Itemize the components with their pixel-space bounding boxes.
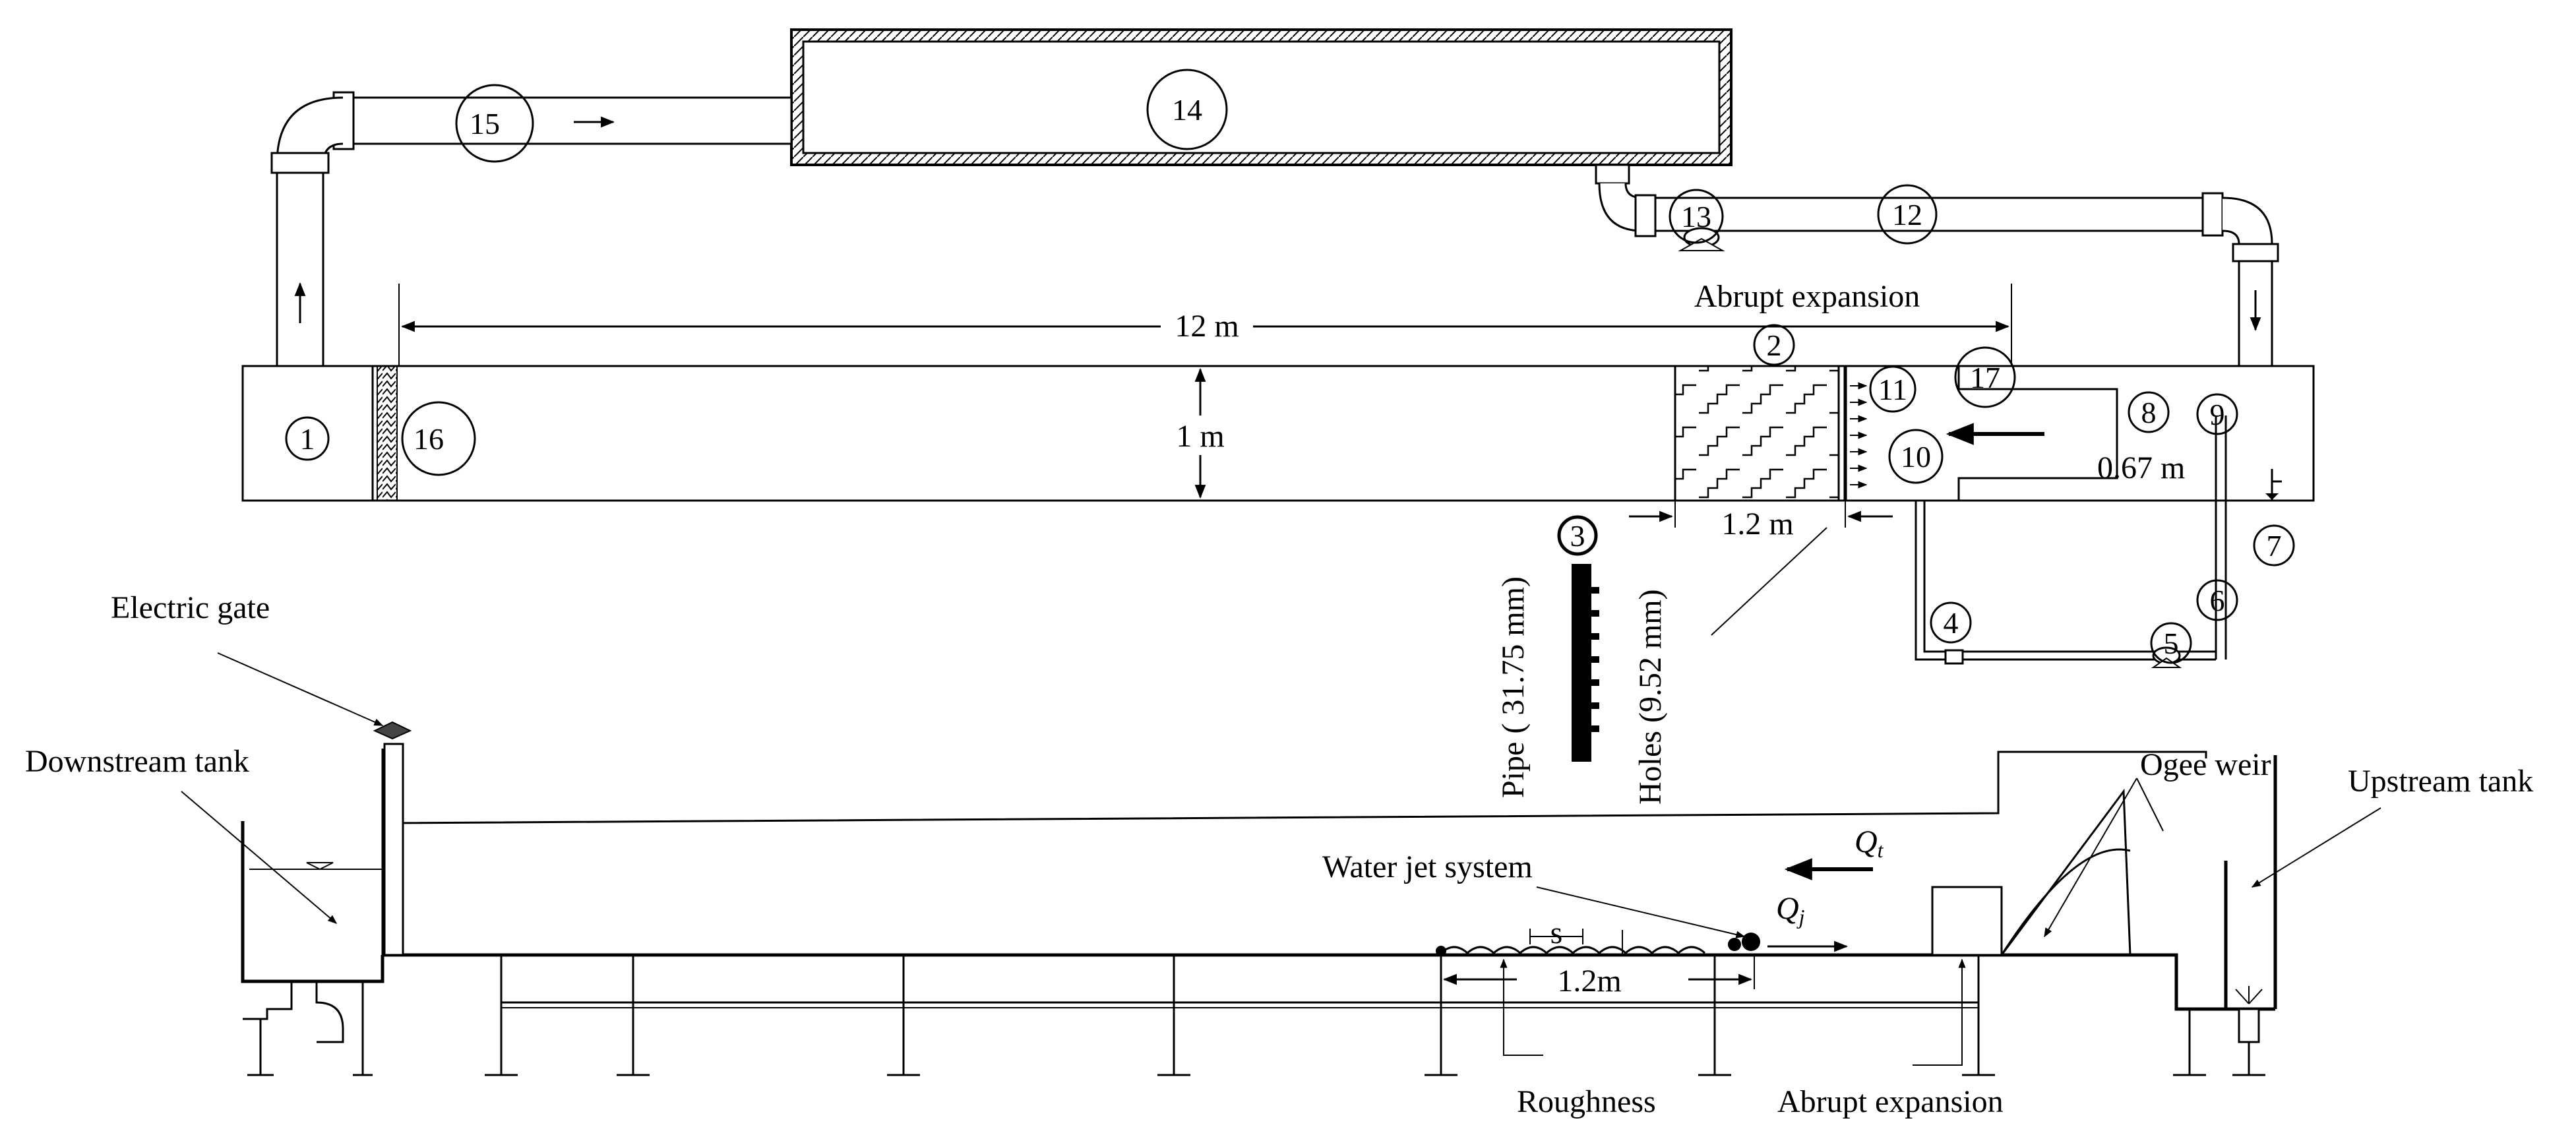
number-2: 2 (1767, 328, 1782, 362)
qt-flow: Qt (1784, 824, 1884, 880)
number-9: 9 (2210, 398, 2225, 431)
abrupt-expansion-plan-label: Abrupt expansion (1694, 279, 1920, 314)
spacing-label: s (1550, 915, 1563, 950)
holes-diameter-label: Holes (9.52 mm) (1633, 589, 1668, 805)
ogee-weir-label: Ogee weir (2140, 747, 2271, 782)
downstream-tank-label: Downstream tank (25, 744, 249, 779)
roughness-length-dimension: 1.2m (1440, 955, 1755, 999)
number-11: 11 (1878, 373, 1907, 406)
length-dimension: 12 m (398, 284, 2012, 366)
number-7: 7 (2267, 529, 2282, 563)
spacing-dimension: s (1529, 915, 1623, 955)
water-jet-system-label: Water jet system (1322, 849, 1533, 884)
qt-label: Qt (1855, 824, 1884, 862)
downstream-tank (241, 821, 384, 1076)
number-12: 12 (1892, 198, 1922, 231)
electric-gate-label: Electric gate (111, 590, 270, 625)
jet-nozzles (1850, 382, 1868, 489)
upstream-tank: Upstream tank (2176, 755, 2533, 1076)
supply-pipe (1595, 164, 2279, 470)
upstream-tank-label: Upstream tank (2348, 764, 2533, 799)
component-numbers: 1 2 3 4 5 6 7 8 9 10 11 12 13 1 (285, 69, 2295, 664)
number-1: 1 (300, 422, 315, 456)
jet-length-label: 1.2 m (1721, 507, 1793, 541)
support-frame (485, 955, 2206, 1076)
plan-view: 12 m 1 m Abrupt expansion 1.2 m 0.67 m (241, 28, 2315, 805)
width-dimension: 1 m (1176, 367, 1225, 499)
number-5: 5 (2164, 627, 2179, 660)
roughness-length-label: 1.2m (1557, 964, 1621, 999)
roughness-label: Roughness (1517, 1084, 1656, 1119)
number-17: 17 (1970, 361, 2000, 394)
number-16: 16 (414, 422, 444, 456)
number-3: 3 (1570, 519, 1585, 553)
number-6: 6 (2210, 584, 2225, 617)
electric-gate: Electric gate (111, 590, 412, 956)
qj-label: Qj (1776, 891, 1805, 929)
abrupt-expansion-side-label: Abrupt expansion (1777, 1084, 2004, 1119)
number-13: 13 (1681, 200, 1711, 233)
length-label: 12 m (1175, 309, 1239, 344)
jet-pipe-detail: Pipe ( 31.75 mm) Holes (9.52 mm) (1496, 527, 1827, 805)
side-view: Electric gate Downstream tank (25, 590, 2533, 1119)
return-pipe (270, 91, 793, 367)
number-15: 15 (470, 107, 500, 140)
pipe-diameter-label: Pipe ( 31.75 mm) (1496, 576, 1531, 798)
number-14: 14 (1172, 93, 1202, 127)
ogee-weir: Ogee weir (1931, 747, 2271, 956)
width-label: 1 m (1176, 419, 1224, 454)
roughness-elements (1436, 933, 1849, 956)
number-10: 10 (1901, 440, 1931, 474)
head-tank (790, 28, 1733, 166)
jet-length-dimension: 1.2 m (1629, 501, 1893, 541)
number-4: 4 (1944, 606, 1959, 640)
number-8: 8 (2141, 396, 2157, 429)
gate-width-label: 0.67 m (2097, 450, 2185, 485)
